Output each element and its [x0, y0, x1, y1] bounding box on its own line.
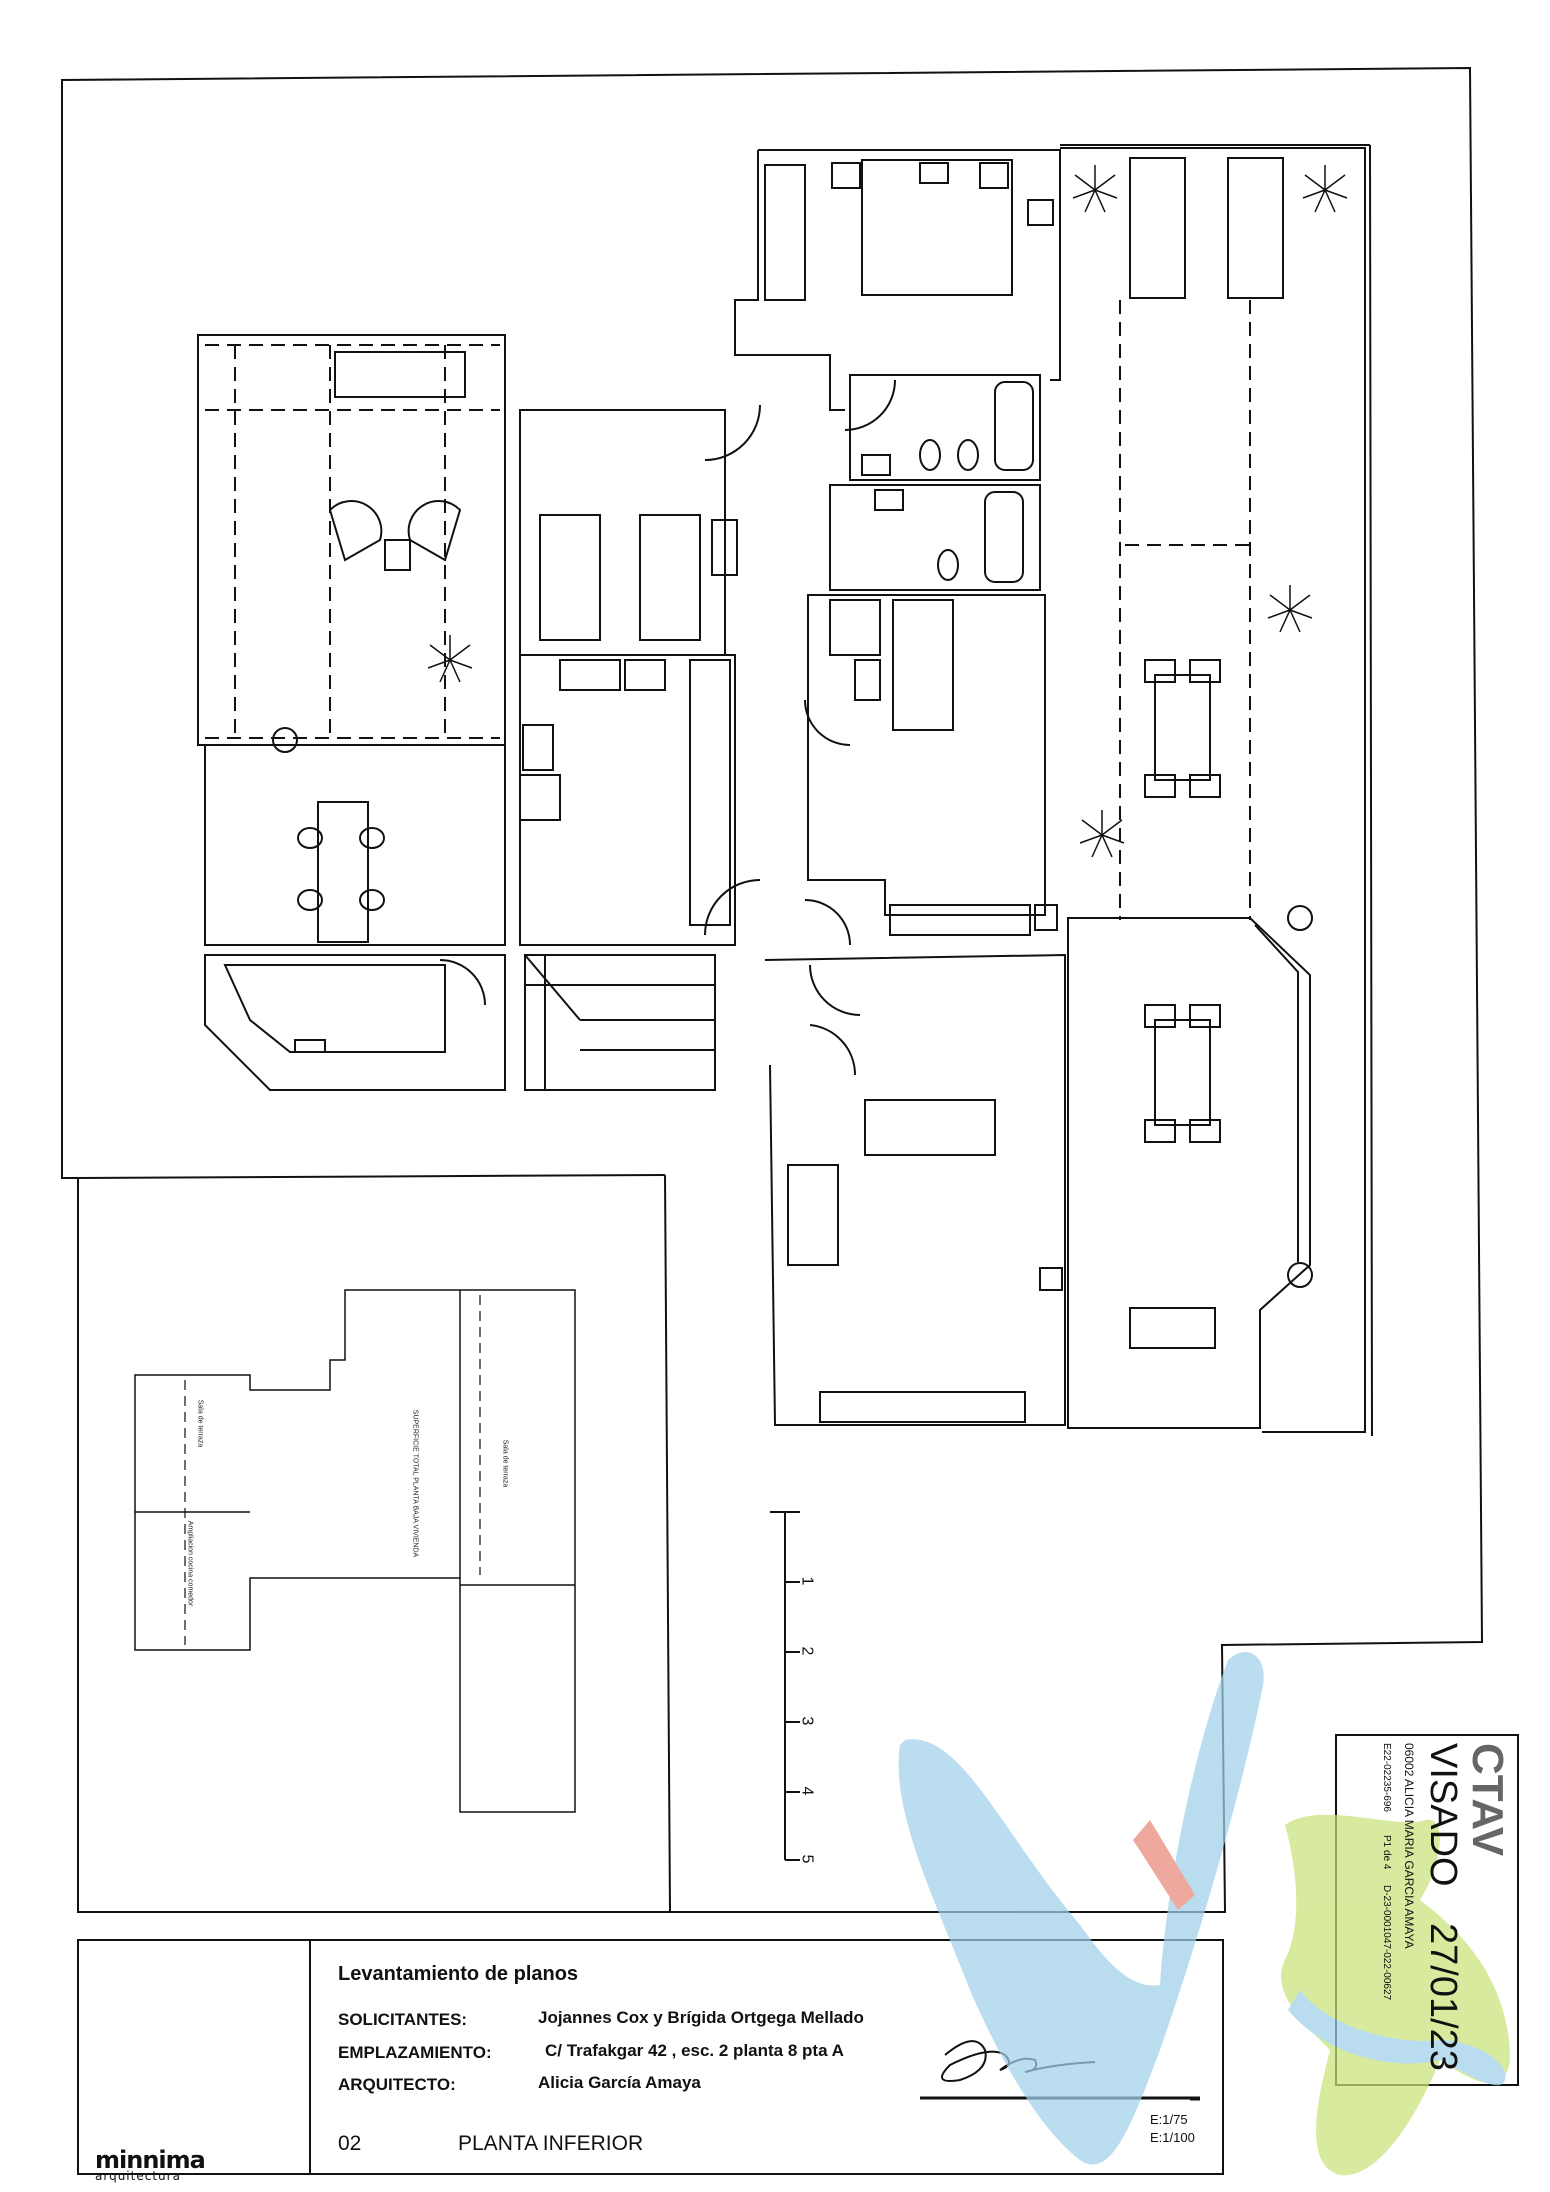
scale-bar-ticks	[785, 1581, 800, 1861]
scale-2: E:1/100	[1150, 2130, 1195, 2145]
scale-bar-label: 4	[798, 1786, 816, 1796]
scale-1: E:1/75	[1150, 2112, 1188, 2127]
plant-icon	[427, 165, 1348, 858]
bathtub	[984, 491, 1024, 583]
key-plan-label-terrace-1: Sala de terraza	[196, 1399, 204, 1448]
double-bed	[861, 159, 1013, 296]
key-plan-label-kitchen: Ampliacion cocina comedor	[186, 1520, 194, 1607]
logo-line-2: arquitectura	[95, 2169, 181, 2183]
bathtub	[994, 381, 1034, 471]
stamp-word: VISADO	[1422, 1743, 1464, 1887]
outdoor-dining-2	[1144, 1004, 1221, 1143]
bedroom-wall	[758, 149, 1061, 381]
title-block-frame	[77, 1939, 1224, 2175]
stamp-org: CTAV	[1463, 1743, 1512, 1857]
sheet-name: PLANTA INFERIOR	[458, 2132, 644, 2155]
living-room	[764, 953, 1066, 1426]
bathroom-1	[849, 374, 1041, 481]
stamp-line-4: D-23-0001047-022-00627	[1381, 1885, 1392, 2001]
terrace-right	[1060, 147, 1366, 1433]
studio-logo: minnima arquitectura	[95, 2146, 206, 2183]
stamp-line-1: 06002 ALICIA MARIA GARCIA AMAYA	[1402, 1743, 1416, 1949]
sunbed	[1227, 157, 1284, 299]
applicants-value: Jojannes Cox y Brígida Ortgega Mellado	[538, 2008, 864, 2027]
single-bed	[892, 599, 954, 731]
stamp-line-3: P1 de 4	[1381, 1835, 1392, 1870]
scale-bar-label: 5	[798, 1854, 816, 1864]
stamp-date: 27/01/23	[1422, 1923, 1464, 2071]
watermark-logo	[898, 1651, 1510, 2176]
scale-bar-label: 3	[798, 1716, 816, 1726]
bathroom-2	[829, 484, 1041, 591]
stamp-line-2: E22-02235-696	[1381, 1743, 1392, 1812]
logo-line-1: minnima	[95, 2146, 206, 2174]
dining	[204, 744, 506, 946]
architect-value: Alicia García Amaya	[538, 2073, 701, 2092]
location-value: C/ Trafakgar 42 , esc. 2 planta 8 pta A	[545, 2041, 844, 2060]
kitchen	[519, 654, 736, 946]
bedroom-2	[807, 594, 1046, 916]
key-plan-label-total: SUPERFICIE TOTAL PLANTA BAJA VIVIENDA	[411, 1409, 419, 1558]
sheet-number: 02	[338, 2132, 362, 2155]
sofa	[334, 351, 466, 398]
key-plan-label-terrace-2: Sala de terraza	[501, 1439, 509, 1488]
scale-bar-label: 2	[798, 1646, 816, 1656]
visado-stamp: CTAV VISADO 27/01/23 06002 ALICIA MARIA …	[1336, 1735, 1516, 2085]
sunbed	[1129, 157, 1186, 299]
location-label: EMPLAZAMIENTO:	[338, 2043, 492, 2062]
bunk-room	[519, 409, 726, 656]
sheet-border	[61, 66, 1484, 1913]
project-title: Levantamiento de planos	[338, 1963, 579, 1985]
laundry	[204, 954, 506, 1091]
sheet-divider	[77, 1174, 666, 1179]
key-plan	[134, 1289, 576, 1813]
sofa-2	[787, 1164, 839, 1266]
dining-table	[317, 801, 369, 943]
applicants-label: SOLICITANTES:	[338, 2010, 468, 2029]
outdoor-dining-1	[1144, 659, 1221, 798]
stairs	[524, 954, 716, 1091]
architect-label: ARQUITECTO:	[338, 2075, 456, 2094]
scale-bar-label: 1	[798, 1576, 816, 1586]
sofa-3	[864, 1099, 996, 1156]
covered-terrace	[1067, 917, 1311, 1429]
